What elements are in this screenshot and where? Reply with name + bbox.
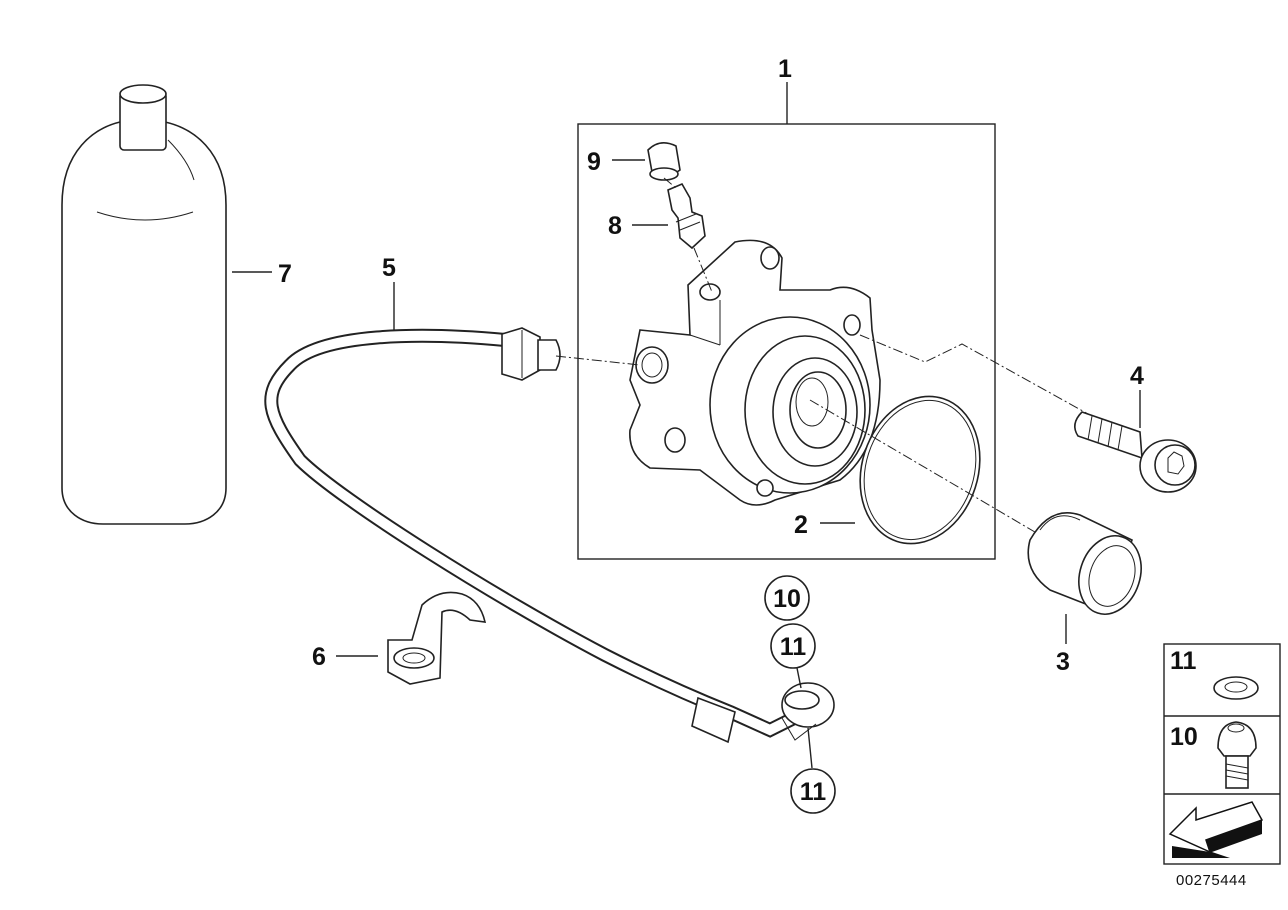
callout-2: 2	[794, 511, 808, 539]
callout-7: 7	[278, 260, 292, 288]
callout-3: 3	[1056, 648, 1070, 676]
legend-label-11: 11	[1170, 647, 1197, 675]
legend-panel: 11 10 00275444	[1163, 643, 1281, 889]
callout-8: 8	[608, 212, 622, 240]
svg-text:11: 11	[800, 778, 827, 806]
legend-label-10: 10	[1170, 723, 1198, 751]
callout-5: 5	[382, 254, 396, 282]
callout-11-upper: 11	[770, 623, 816, 669]
o-ring	[859, 395, 981, 545]
svg-text:10: 10	[773, 585, 801, 613]
callout-6: 6	[312, 643, 326, 671]
diagram-number: 00275444	[1176, 872, 1247, 889]
hydraulic-line	[264, 327, 835, 744]
mounting-bolt	[1074, 411, 1197, 493]
bleeder-screw	[667, 182, 706, 250]
bleeder-cap	[647, 142, 681, 181]
piston-sleeve	[1027, 511, 1142, 615]
svg-text:11: 11	[780, 633, 807, 661]
arrow-icon	[1168, 801, 1264, 858]
callout-11-lower: 11	[790, 768, 836, 814]
slave-cylinder	[629, 239, 881, 506]
banjo-bolt-icon	[1217, 721, 1257, 789]
washer-icon	[1213, 676, 1259, 700]
hose-bracket	[387, 591, 487, 685]
callout-9: 9	[587, 148, 601, 176]
callout-10: 10	[764, 575, 810, 621]
callout-4: 4	[1130, 362, 1144, 390]
fluid-bottle	[61, 84, 227, 525]
callout-1: 1	[778, 55, 792, 83]
